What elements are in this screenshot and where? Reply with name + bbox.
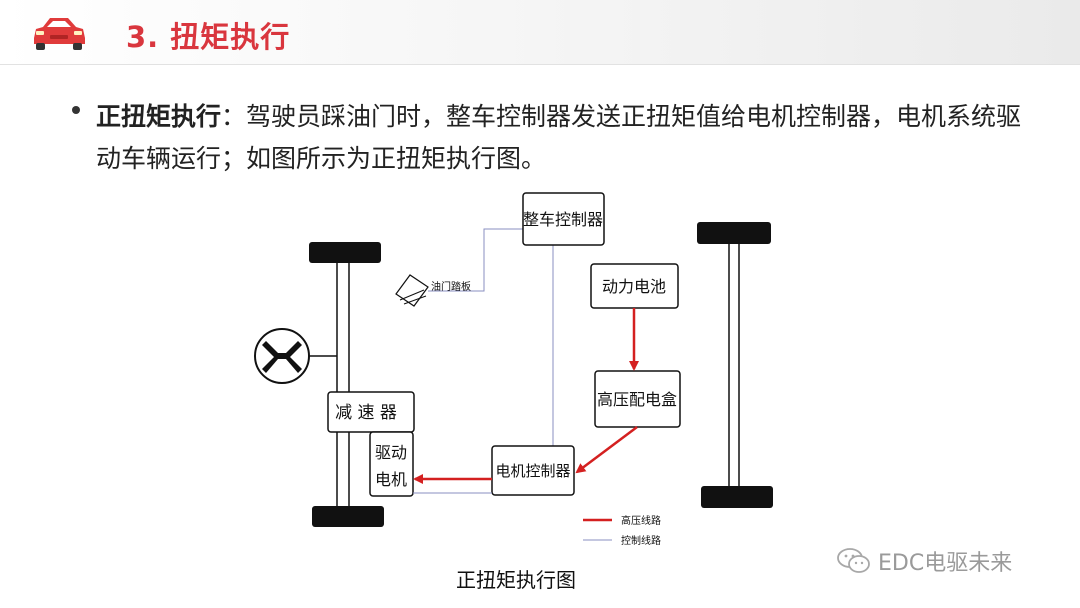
steering-wheel-icon — [254, 328, 337, 384]
legend-high-voltage: 高压线路 — [621, 514, 661, 527]
front-left-wheel — [309, 242, 381, 263]
bullet-term: 正扭矩执行 — [96, 102, 222, 131]
vcu-label: 整车控制器 — [523, 210, 603, 229]
bullet-body: 驾驶员踩油门时，整车控制器发送正扭矩值给电机控制器，电机系统驱动车辆运行；如图所… — [96, 102, 1022, 173]
legend-control: 控制线路 — [621, 534, 661, 547]
wechat-icon — [837, 548, 870, 573]
pdu-box: 高压配电盒 — [594, 370, 681, 428]
battery-label: 动力电池 — [602, 277, 666, 296]
bullet-paragraph: 正扭矩执行：驾驶员踩油门时，整车控制器发送正扭矩值给电机控制器，电机系统驱动车辆… — [96, 96, 1046, 180]
mcu-box: 电机控制器 — [491, 445, 575, 496]
reducer-label: 减 速 器 — [335, 403, 397, 423]
diagram-legend: 高压线路 控制线路 — [583, 514, 661, 547]
drive-motor-box: 驱动 电机 — [369, 431, 414, 497]
high-voltage-lines — [413, 308, 639, 484]
watermark: EDC电驱未来 — [836, 546, 1012, 576]
slide-title: 3. 扭矩执行 — [126, 20, 291, 54]
rear-left-wheel — [697, 222, 771, 244]
pedal-label: 油门踏板 — [431, 280, 471, 293]
bullet-colon: ： — [221, 102, 247, 131]
mcu-label: 电机控制器 — [495, 462, 570, 480]
accelerator-pedal-icon: 油门踏板 — [395, 274, 471, 307]
bullet-dot — [72, 106, 80, 114]
watermark-text: EDC电驱未来 — [878, 551, 1013, 576]
front-right-wheel — [312, 506, 384, 527]
drive-motor-label-1: 驱动 — [375, 443, 407, 462]
rear-axle — [697, 222, 773, 508]
vcu-box: 整车控制器 — [522, 192, 605, 246]
reducer-box: 减 速 器 — [327, 391, 415, 433]
front-axle — [309, 242, 384, 527]
pdu-label: 高压配电盒 — [597, 390, 677, 409]
car-icon — [34, 18, 85, 50]
control-lines — [428, 228, 554, 446]
figure-caption: 正扭矩执行图 — [456, 568, 576, 592]
slide-header: 3. 扭矩执行 — [0, 0, 1080, 65]
rear-right-wheel — [701, 486, 773, 508]
drive-motor-label-2: 电机 — [375, 470, 407, 489]
battery-box: 动力电池 — [590, 263, 679, 309]
